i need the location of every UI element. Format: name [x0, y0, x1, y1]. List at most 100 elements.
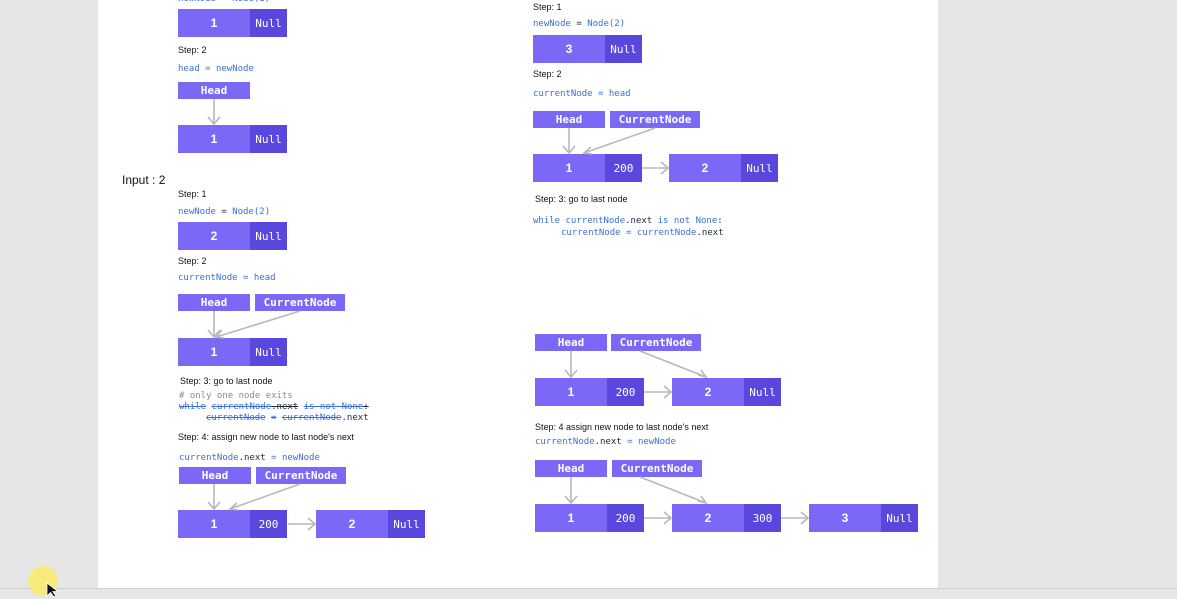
- node-2-null: 2 Null: [672, 378, 781, 406]
- node-1-null-b: 1 Null: [178, 125, 287, 153]
- code-var: currentNode: [535, 437, 595, 447]
- code-fn: Node(: [232, 207, 260, 217]
- code-keyword: is not None: [303, 402, 364, 412]
- right-arrow-icon: [288, 517, 317, 531]
- bottom-scrollbar[interactable]: [0, 588, 1177, 599]
- down-arrow-icon: [639, 350, 708, 379]
- code-close: ): [265, 0, 270, 4]
- node-next: 200: [605, 154, 642, 182]
- code-eq: =: [627, 437, 633, 447]
- code-var: newNode: [215, 64, 254, 74]
- node-1-200: 1 200: [533, 154, 642, 182]
- step-3-label: Step: 3: go to last node: [180, 376, 273, 386]
- code-attr: .next: [341, 413, 369, 423]
- code-colon: :: [717, 216, 723, 226]
- node-next: 300: [744, 504, 781, 532]
- head-pointer: Head: [535, 334, 607, 351]
- down-arrow-icon: [207, 99, 221, 126]
- step-1-label: Step: 1: [178, 189, 207, 199]
- code-current-next-eq: currentNode.next = newNode: [179, 453, 320, 463]
- code-var: newNode: [637, 437, 676, 447]
- code-eq: =: [598, 89, 604, 99]
- code-eq: =: [271, 413, 277, 423]
- node-value: 1: [178, 338, 250, 366]
- code-var: head: [608, 89, 631, 99]
- node-3-null: 3 Null: [533, 35, 642, 63]
- right-arrow-icon: [644, 511, 673, 525]
- right-arrow-icon: [781, 511, 810, 525]
- node-next: Null: [250, 9, 287, 37]
- code-assign-struck: currentNode = currentNode.next: [206, 413, 369, 423]
- code-var: currentNode: [281, 413, 342, 423]
- code-keyword: while: [533, 216, 561, 226]
- current-node-pointer: CurrentNode: [611, 334, 701, 351]
- code-current-eq-head: currentNode = head: [178, 273, 276, 283]
- node-next: 200: [250, 510, 287, 538]
- node-next: Null: [250, 125, 287, 153]
- step-2-label: Step: 2: [178, 256, 207, 266]
- code-current-eq-head: currentNode = head: [533, 89, 631, 99]
- node-value: 1: [178, 510, 250, 538]
- code-var: currentNode: [206, 413, 266, 423]
- node-1-200: 1 200: [535, 504, 644, 532]
- code-var: currentNode: [211, 402, 272, 412]
- node-1-null-c: 1 Null: [178, 338, 287, 366]
- code-new-node-1: newNode = Node(1): [178, 0, 270, 4]
- node-next: Null: [741, 154, 778, 182]
- code-var: currentNode: [565, 216, 626, 226]
- step-4-label: Step: 4: assign new node to last node's …: [178, 432, 354, 442]
- step-3-label: Step: 3: go to last node: [535, 194, 628, 204]
- code-var: head: [178, 64, 200, 74]
- down-arrow-icon: [562, 128, 576, 155]
- node-value: 3: [809, 504, 881, 532]
- node-value: 1: [535, 378, 607, 406]
- code-close: ): [264, 207, 271, 217]
- node-2-null: 2 Null: [669, 154, 778, 182]
- down-arrow-icon: [564, 351, 578, 379]
- input-2-label: Input : 2: [122, 173, 166, 187]
- code-current-next-eq: currentNode.next = newNode: [535, 437, 676, 447]
- code-keyword: is not None: [657, 216, 718, 226]
- node-value: 2: [672, 504, 744, 532]
- code-fn: Node(: [232, 0, 259, 4]
- down-arrow-icon: [564, 477, 578, 505]
- code-attr: .next: [696, 228, 724, 238]
- code-eq: =: [205, 64, 211, 74]
- code-arg: 2: [259, 207, 265, 217]
- code-new-node-2: newNode = Node(2): [178, 207, 270, 217]
- down-arrow-icon: [582, 127, 656, 155]
- node-2-null: 2 Null: [316, 510, 425, 538]
- code-new-node-3: newNode = Node(2): [533, 19, 625, 29]
- node-next: Null: [881, 504, 918, 532]
- code-attr: .next: [594, 437, 622, 447]
- node-next: Null: [605, 35, 642, 63]
- code-arg: 2: [614, 19, 620, 29]
- node-2-null: 2 Null: [178, 222, 287, 250]
- step-1-label: Step: 1: [533, 2, 562, 12]
- code-var: newNode: [281, 453, 320, 463]
- step-2-label: Step: 2: [178, 45, 207, 55]
- code-eq: =: [271, 453, 277, 463]
- down-arrow-icon: [207, 311, 221, 339]
- code-colon: :: [363, 402, 369, 412]
- code-head-eq-newnode: head = newNode: [178, 64, 254, 74]
- code-var: head: [253, 273, 276, 283]
- code-while-struck: while currentNode.next is not None:: [179, 402, 369, 412]
- code-attr: .next: [271, 402, 299, 412]
- code-loop-body: currentNode = currentNode.next: [561, 228, 724, 238]
- step-4-label: Step: 4 assign new node to last node's n…: [535, 422, 709, 432]
- node-value: 1: [178, 125, 250, 153]
- right-arrow-icon: [644, 385, 673, 399]
- node-1-null-a: 1 Null: [178, 9, 287, 37]
- node-value: 1: [178, 9, 250, 37]
- node-value: 1: [535, 504, 607, 532]
- code-eq: =: [221, 0, 226, 4]
- head-pointer: Head: [535, 460, 607, 477]
- code-var: currentNode: [533, 89, 593, 99]
- code-comment: # only one node exits: [179, 391, 293, 401]
- node-1-200: 1 200: [178, 510, 287, 538]
- code-eq: =: [243, 273, 249, 283]
- down-arrow-icon: [228, 483, 301, 511]
- node-1-200: 1 200: [535, 378, 644, 406]
- code-var: currentNode: [178, 273, 238, 283]
